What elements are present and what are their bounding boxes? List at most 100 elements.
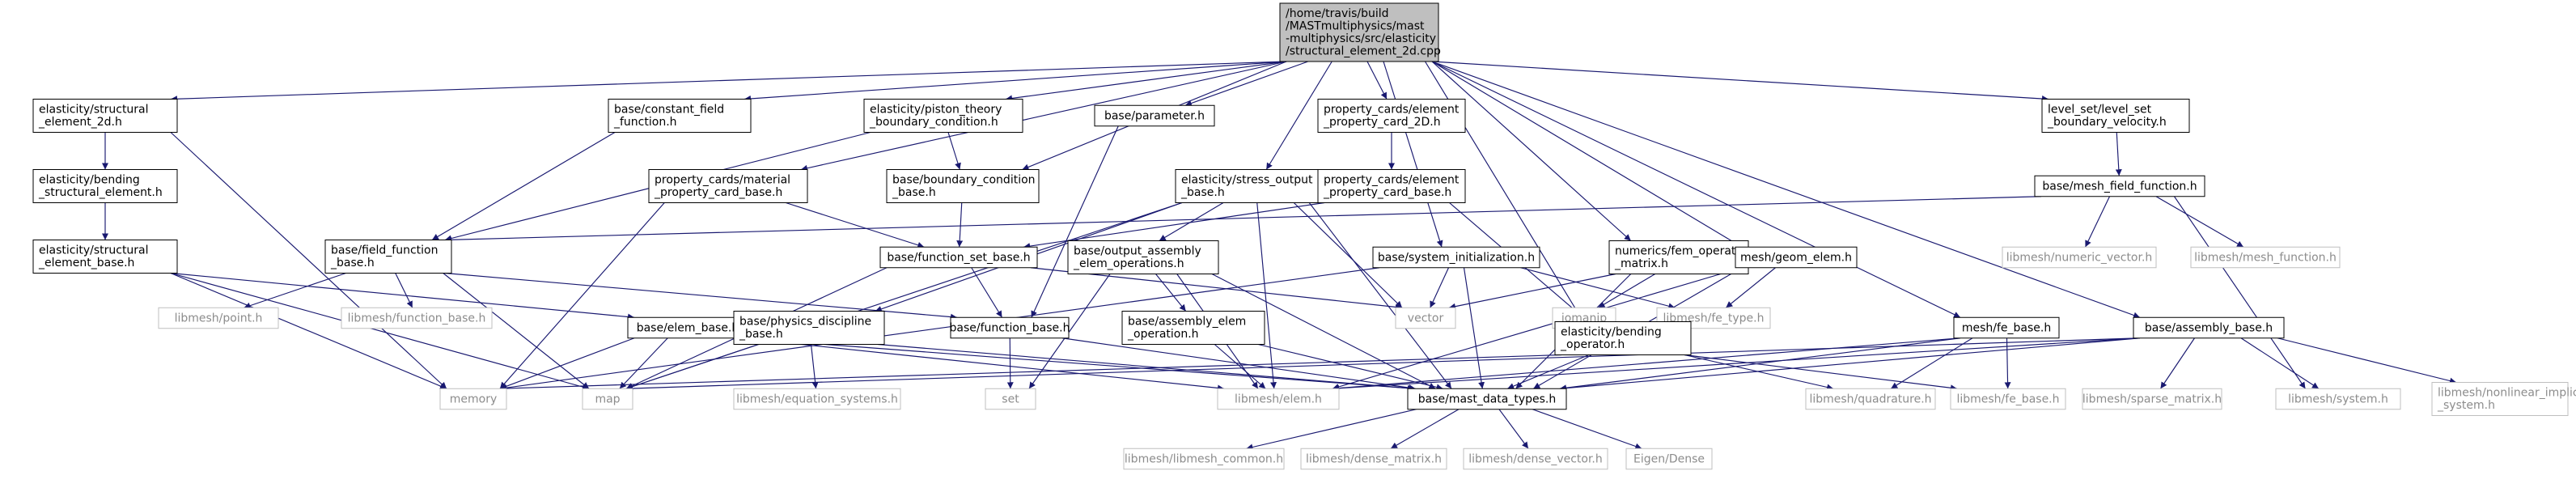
node-label-line: -multiphysics/src/elasticity [1286,32,1436,45]
node-label-line: map [595,393,620,405]
node-fe-base[interactable]: mesh/fe_base.h [1953,316,2060,339]
node-label-line: elasticity/structural [39,244,149,257]
dependency-edge [444,272,958,320]
edge-phys-disc-to-lm-eqsys [810,344,819,389]
node-const-field[interactable]: base/constant_field_function.h [608,99,752,133]
node-box [950,316,1070,339]
node-piston[interactable]: elasticity/piston_theory_boundary_condit… [863,99,1023,133]
edge-mast-types-to-lm-densemat [1390,409,1460,449]
node-box [1372,246,1540,269]
edge-assembly-elem-to-lm-elem [1214,344,1266,389]
node-assembly-elem[interactable]: base/assembly_elem_operation.h [1121,311,1265,345]
edge-mesh-field-to-lm-numvec [2084,196,2111,248]
dependency-edge [1023,202,1325,250]
dependency-edge [1366,61,1388,100]
node-label-line: elasticity/bending [39,174,140,187]
node-label-line: /structural_element_2d.cpp [1286,45,1441,58]
node-prop-elem-base[interactable]: property_cards/element_property_card_bas… [1317,169,1466,203]
node-box [32,169,178,203]
node-out-assembly[interactable]: base/output_assembly_elem_operations.h [1067,240,1219,274]
node-func-base[interactable]: base/function_base.h [950,316,1070,339]
node-box [1735,246,1858,269]
node-prop-mat[interactable]: property_cards/material_property_card_ba… [648,169,808,203]
dependency-edge [170,61,1287,103]
dependency-edge [1684,354,1958,392]
edge-root-to-geom-elem [1431,61,1743,248]
node-mast-types[interactable]: base/mast_data_types.h [1407,388,1567,410]
node-lm-elem: libmesh/elem.h [1217,388,1340,410]
edge-elem-base-to-map [619,337,668,389]
node-label-line: base/field_function [331,244,439,257]
node-lm-quad: libmesh/quadrature.h [1805,388,1936,410]
node-bc-base[interactable]: base/boundary_condition_base.h [886,169,1040,203]
dependency-edge [444,196,2042,244]
dependency-edge [1390,409,1460,449]
dependency-edge [1890,337,1973,389]
node-box [1217,388,1340,410]
dependency-edge [1506,354,1590,389]
node-parameter[interactable]: base/parameter.h [1094,104,1215,127]
edge-assembly-base-to-mast-types [1559,337,2141,392]
edge-levelset-vel-to-mesh-field [2115,132,2122,176]
dependency-edge [499,337,635,390]
edge-sys-init-to-vector [1430,267,1450,308]
node-levelset-vel[interactable]: level_set/level_set_boundary_velocity.h [2041,99,2190,133]
edge-phys-disc-to-map [625,343,759,390]
node-func-set[interactable]: base/function_set_base.h [879,246,1038,269]
node-fem-op[interactable]: numerics/fem_operator_matrix.h [1608,240,1749,274]
edge-stress-out-to-mast-types [1308,202,1452,389]
dependency-edge [1332,267,1743,390]
node-box [608,99,752,133]
node-mesh-field[interactable]: base/mesh_field_function.h [2034,175,2205,197]
node-box [1608,240,1749,274]
edge-prop-elem-base-to-func-set [1023,202,1325,250]
node-label-line: elasticity/piston_theory [870,104,1002,117]
node-lm-densemat: libmesh/dense_matrix.h [1300,448,1447,470]
node-label-line: _function.h [613,116,677,129]
node-root[interactable]: /home/travis/build/MASTmultiphysics/mast… [1279,2,1441,62]
edge-stress-out-to-lm-elem [1256,202,1277,389]
edge-field-func-to-map [443,273,590,389]
node-lm-eqsys: libmesh/equation_systems.h [733,388,901,410]
node-struct-elem-base[interactable]: elasticity/structural_element_base.h [32,240,178,274]
node-prop-elem2d[interactable]: property_cards/element_property_card_2D.… [1317,99,1466,133]
node-lm-febase: libmesh/fe_base.h [1950,388,2066,410]
dependency-edge [1332,337,2141,392]
node-el-struct2d[interactable]: elasticity/structural_element_2d.h [32,99,178,133]
node-bending-struct[interactable]: elasticity/bending_structural_element.h [32,169,178,203]
node-box [1953,316,2060,339]
node-box [1554,321,1692,355]
edge-mast-types-to-lm-densevec [1498,409,1529,449]
edge-fe-base-to-lm-febase [2004,337,2011,389]
node-label-line: /home/travis/build [1286,7,1389,20]
node-field-func[interactable]: base/field_function_base.h [324,240,452,274]
edge-assembly-base-to-lm-sparse [2160,337,2195,389]
dependency-edge [1061,337,1416,392]
dependency-edge [2004,337,2011,389]
node-geom-elem[interactable]: mesh/geom_elem.h [1735,246,1858,269]
dependency-edge [499,202,665,389]
node-phys-disc[interactable]: base/physics_discipline_base.h [733,311,885,345]
node-label-line: libmesh/libmesh_common.h [1125,452,1283,465]
edge-geom-elem-to-lm-fetype [1725,267,1776,308]
node-label-line: libmesh/fe_base.h [1956,393,2059,405]
node-box [1407,388,1567,410]
edge-struct-elem-base-to-memory [170,272,447,389]
node-label-line: base/system_initialization.h [1378,251,1535,264]
node-bend-op[interactable]: elasticity/bending_operator.h [1554,321,1692,355]
edge-const-field-to-field-func [431,132,616,240]
dependency-edge [971,267,1003,318]
dependency-edge [1431,61,2049,103]
edge-assembly-base-to-lm-nonlin [2277,337,2457,384]
node-label-line: base/boundary_condition [892,174,1036,187]
node-sys-init[interactable]: base/system_initialization.h [1372,246,1540,269]
node-elem-base[interactable]: base/elem_base.h [627,316,748,339]
node-label-line: _elem_operations.h [1073,257,1184,270]
node-label-line: libmesh/equation_systems.h [736,393,898,405]
node-stress-out[interactable]: elasticity/stress_output_base.h [1175,169,1325,203]
node-label-line: property_cards/material [655,174,790,187]
node-label-line: libmesh/sparse_matrix.h [2082,393,2222,405]
node-assembly-base[interactable]: base/assembly_base.h [2133,316,2285,339]
edge-fe-base-to-lm-elem [1332,337,1961,392]
node-label-line: base/physics_discipline [739,316,871,329]
